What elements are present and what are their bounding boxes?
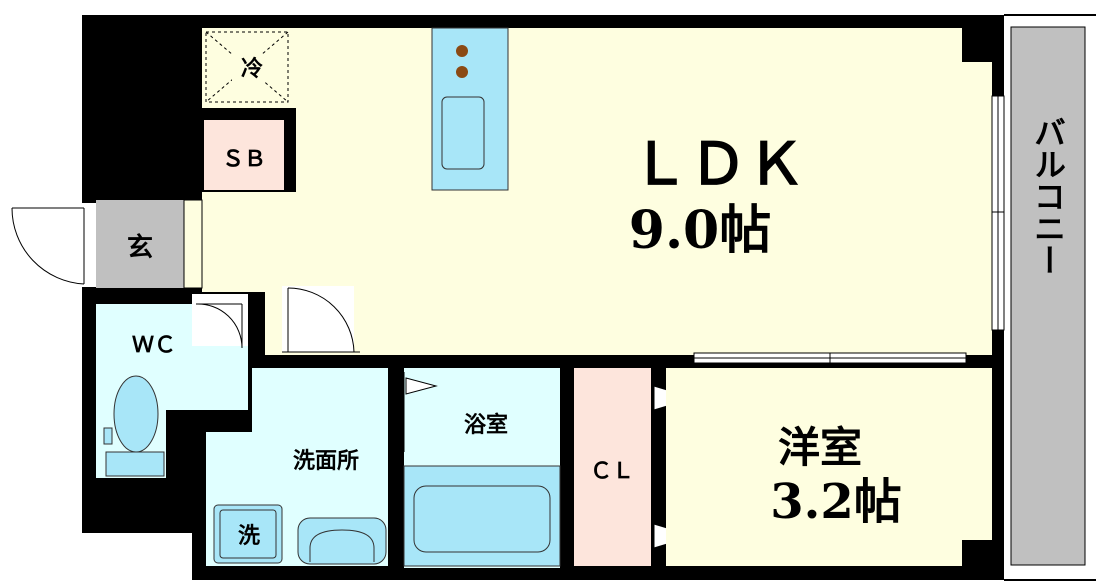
western-room-name-label: 洋室 xyxy=(778,423,862,472)
entry-door-swing xyxy=(11,207,85,285)
entrance-label: 玄 xyxy=(127,232,153,263)
shoe-box xyxy=(192,108,296,192)
toilet-room xyxy=(96,294,248,478)
ldk-floor xyxy=(202,28,992,355)
balcony xyxy=(1004,14,1096,581)
toilet-label: ＷＣ xyxy=(132,332,176,358)
closet xyxy=(574,368,696,566)
toilet-bowl-icon xyxy=(113,375,159,453)
closet-label: ＣＬ xyxy=(590,458,634,484)
western-room-size-label: 3.2帖 xyxy=(770,474,902,530)
bathroom-label: 浴室 xyxy=(464,412,508,438)
toilet-tank-icon xyxy=(105,451,165,477)
kitchen-sink xyxy=(441,96,485,170)
washer-label: 洗 xyxy=(238,523,260,549)
refrigerator-label: 冷 xyxy=(241,56,263,82)
washing-machine xyxy=(213,504,283,564)
entrance xyxy=(0,199,203,289)
balcony-floor xyxy=(1010,26,1086,566)
western-room-sliding-door xyxy=(693,352,967,364)
shoe-box-label: ＳＢ xyxy=(222,146,266,172)
western-room-floor xyxy=(666,368,992,566)
ldk-name-label: ＬＤＫ xyxy=(631,130,805,198)
stove-burner-icon xyxy=(456,66,468,78)
ldk-size-label: 9.0帖 xyxy=(629,200,771,261)
balcony-label: バルコニー xyxy=(1029,116,1067,276)
balcony-window xyxy=(991,95,1005,331)
bathroom xyxy=(403,368,561,568)
washroom-door-swing xyxy=(287,287,355,353)
washroom xyxy=(206,286,388,566)
washroom-label: 洗面所 xyxy=(293,448,359,474)
refrigerator-space xyxy=(205,31,289,103)
kitchen-counter xyxy=(431,27,509,191)
stove-burner-icon xyxy=(456,45,468,57)
wash-basin xyxy=(297,517,387,565)
